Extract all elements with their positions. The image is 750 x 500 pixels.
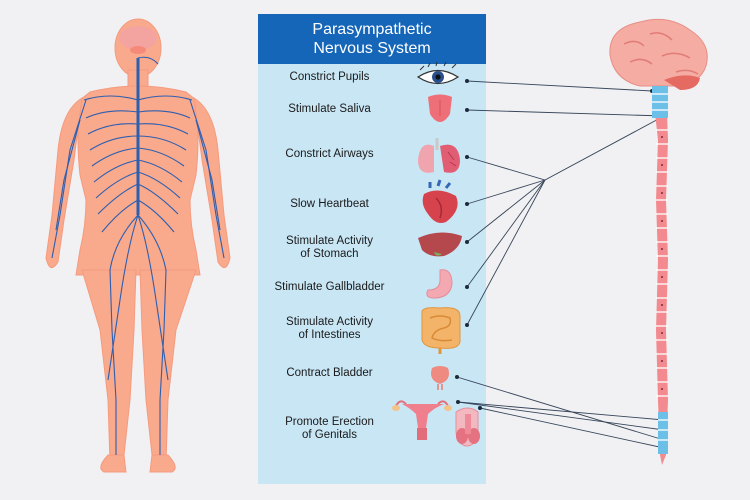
gallbladder-icon bbox=[426, 269, 453, 299]
function-text: Slow Heartbeat bbox=[290, 198, 369, 210]
nerve-connector-lines bbox=[456, 80, 665, 449]
function-text-line2: of Intestines bbox=[298, 329, 361, 341]
panel-header: Parasympathetic Nervous System bbox=[258, 14, 486, 64]
connector-dots bbox=[455, 79, 666, 450]
tongue-icon bbox=[428, 94, 452, 122]
function-text-line2: of Genitals bbox=[302, 429, 357, 441]
spinal-cord bbox=[652, 86, 668, 465]
function-text: Stimulate Gallbladder bbox=[274, 281, 385, 293]
function-label-bladder: Contract Bladder bbox=[262, 367, 397, 380]
function-label-stimulate-saliva: Stimulate Saliva bbox=[262, 103, 397, 116]
genitals-icon bbox=[392, 400, 480, 447]
function-text-line2: of Stomach bbox=[300, 248, 359, 260]
brain-shape bbox=[119, 26, 157, 54]
title-line-2: Nervous System bbox=[313, 40, 431, 57]
function-label-constrict-pupils: Constrict Pupils bbox=[262, 71, 397, 84]
function-label-gallbladder: Stimulate Gallbladder bbox=[262, 281, 397, 294]
stomach-icon bbox=[418, 232, 462, 257]
spine-segment-lines bbox=[652, 93, 668, 441]
function-label-slow-heartbeat: Slow Heartbeat bbox=[262, 198, 397, 211]
function-label-constrict-airways: Constrict Airways bbox=[262, 148, 397, 161]
function-text: Constrict Pupils bbox=[289, 71, 370, 83]
function-text: Constrict Airways bbox=[285, 148, 374, 160]
function-text: Contract Bladder bbox=[286, 367, 373, 379]
function-text: Stimulate Activity bbox=[286, 316, 373, 328]
function-text: Stimulate Activity bbox=[286, 235, 373, 247]
function-text: Promote Erection bbox=[285, 416, 374, 428]
heart-icon bbox=[422, 179, 458, 223]
spine-dots bbox=[661, 136, 663, 390]
function-text: Stimulate Saliva bbox=[288, 103, 371, 115]
title-line-1: Parasympathetic bbox=[312, 21, 432, 38]
brain-icon bbox=[609, 18, 708, 90]
lungs-icon bbox=[418, 138, 460, 173]
nerve-network bbox=[51, 56, 225, 455]
bladder-icon bbox=[431, 366, 449, 390]
eye-icon bbox=[416, 61, 460, 85]
intestines-icon bbox=[421, 307, 461, 354]
